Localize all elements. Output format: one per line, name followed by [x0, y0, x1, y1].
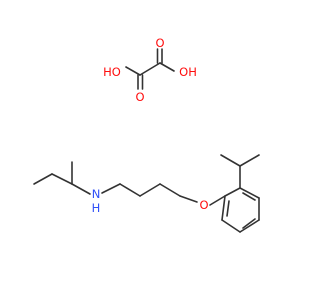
ring-bond-5 [221, 219, 241, 233]
bond-c-c-oxalic [139, 62, 161, 76]
ring-double-1 [242, 192, 256, 201]
bond-isopropyl-ch3-left [220, 154, 241, 167]
carbonyl-top-oxygen-label: O [155, 36, 164, 50]
bond-ethyl-ch3 [33, 173, 53, 185]
chemical-structure-diagram: HO OH O O N H O [33, 36, 260, 233]
ring-double-3 [226, 200, 230, 217]
hydroxyl-left-label: HO [103, 65, 121, 79]
bond-o-aryl [209, 195, 226, 206]
bond-c-oh-right [159, 62, 175, 72]
ether-oxygen-label: O [199, 198, 208, 212]
ring-bond-2 [239, 187, 260, 199]
hydroxyl-right-label: OH [179, 65, 197, 79]
ring-bond-6 [221, 195, 226, 221]
bond-ethyl-ch2 [51, 173, 73, 185]
main-molecule: N H O [33, 154, 260, 233]
ring-bond-1 [224, 187, 241, 197]
amine-nitrogen-label: N [92, 187, 101, 201]
amine-hydrogen-label: H [92, 201, 101, 215]
ring-double-2 [242, 218, 256, 229]
ring-bond-4 [239, 219, 260, 233]
bond-ch-n [71, 183, 91, 195]
bond-chain-o [179, 195, 198, 203]
bond-n-ch2 [101, 183, 121, 194]
bond-chain-2 [139, 183, 161, 197]
bond-c-oh-left [125, 66, 141, 76]
bond-chain-3 [159, 183, 181, 197]
bond-isopropyl-ch3-right [239, 154, 260, 167]
bond-chain-1 [119, 183, 141, 197]
carbonyl-bottom-oxygen-label: O [135, 90, 144, 104]
oxalic-acid: HO OH O O [103, 36, 197, 104]
